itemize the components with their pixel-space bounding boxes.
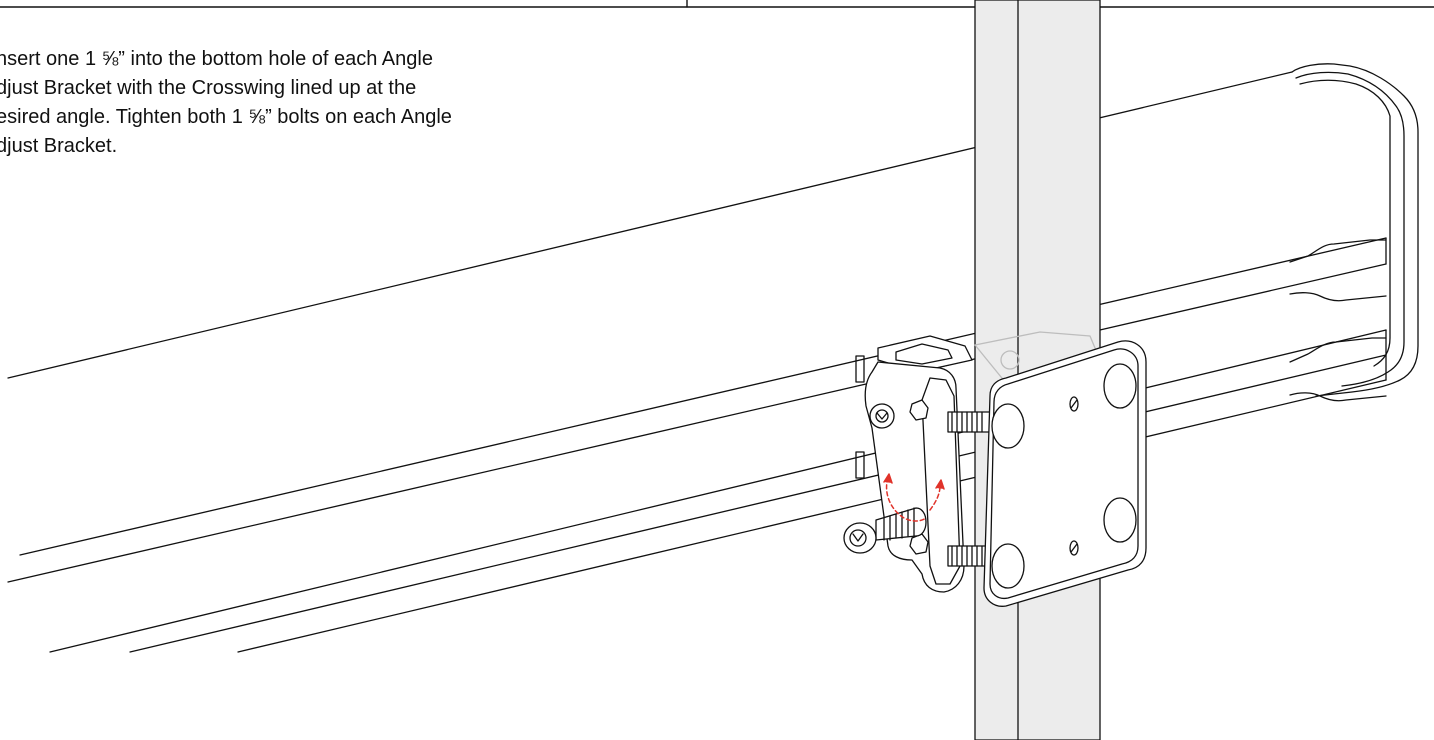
crosswing-arm [7,63,1419,653]
rotation-arrow-icon [883,473,945,522]
loose-bolt [843,507,927,554]
bolt-head-icon [843,522,877,554]
angle-adjust-bracket [864,335,991,593]
bolt-head-icon [869,403,895,429]
crosswing-end-cap [1291,63,1419,397]
threaded-studs [909,411,991,567]
front-clamp-plate [983,340,1147,607]
instruction-line-2: djust Bracket with the Crosswing lined u… [0,77,417,99]
instruction-line-1: nsert one 1 ⅝” into the bottom hole of e… [0,48,433,70]
instruction-text: nsert one 1 ⅝” into the bottom hole of e… [0,45,636,161]
header-rule [0,0,1434,8]
instruction-line-3: esired angle. Tighten both 1 ⅝” bolts on… [0,106,452,128]
instruction-line-4: djust Bracket. [0,135,118,157]
